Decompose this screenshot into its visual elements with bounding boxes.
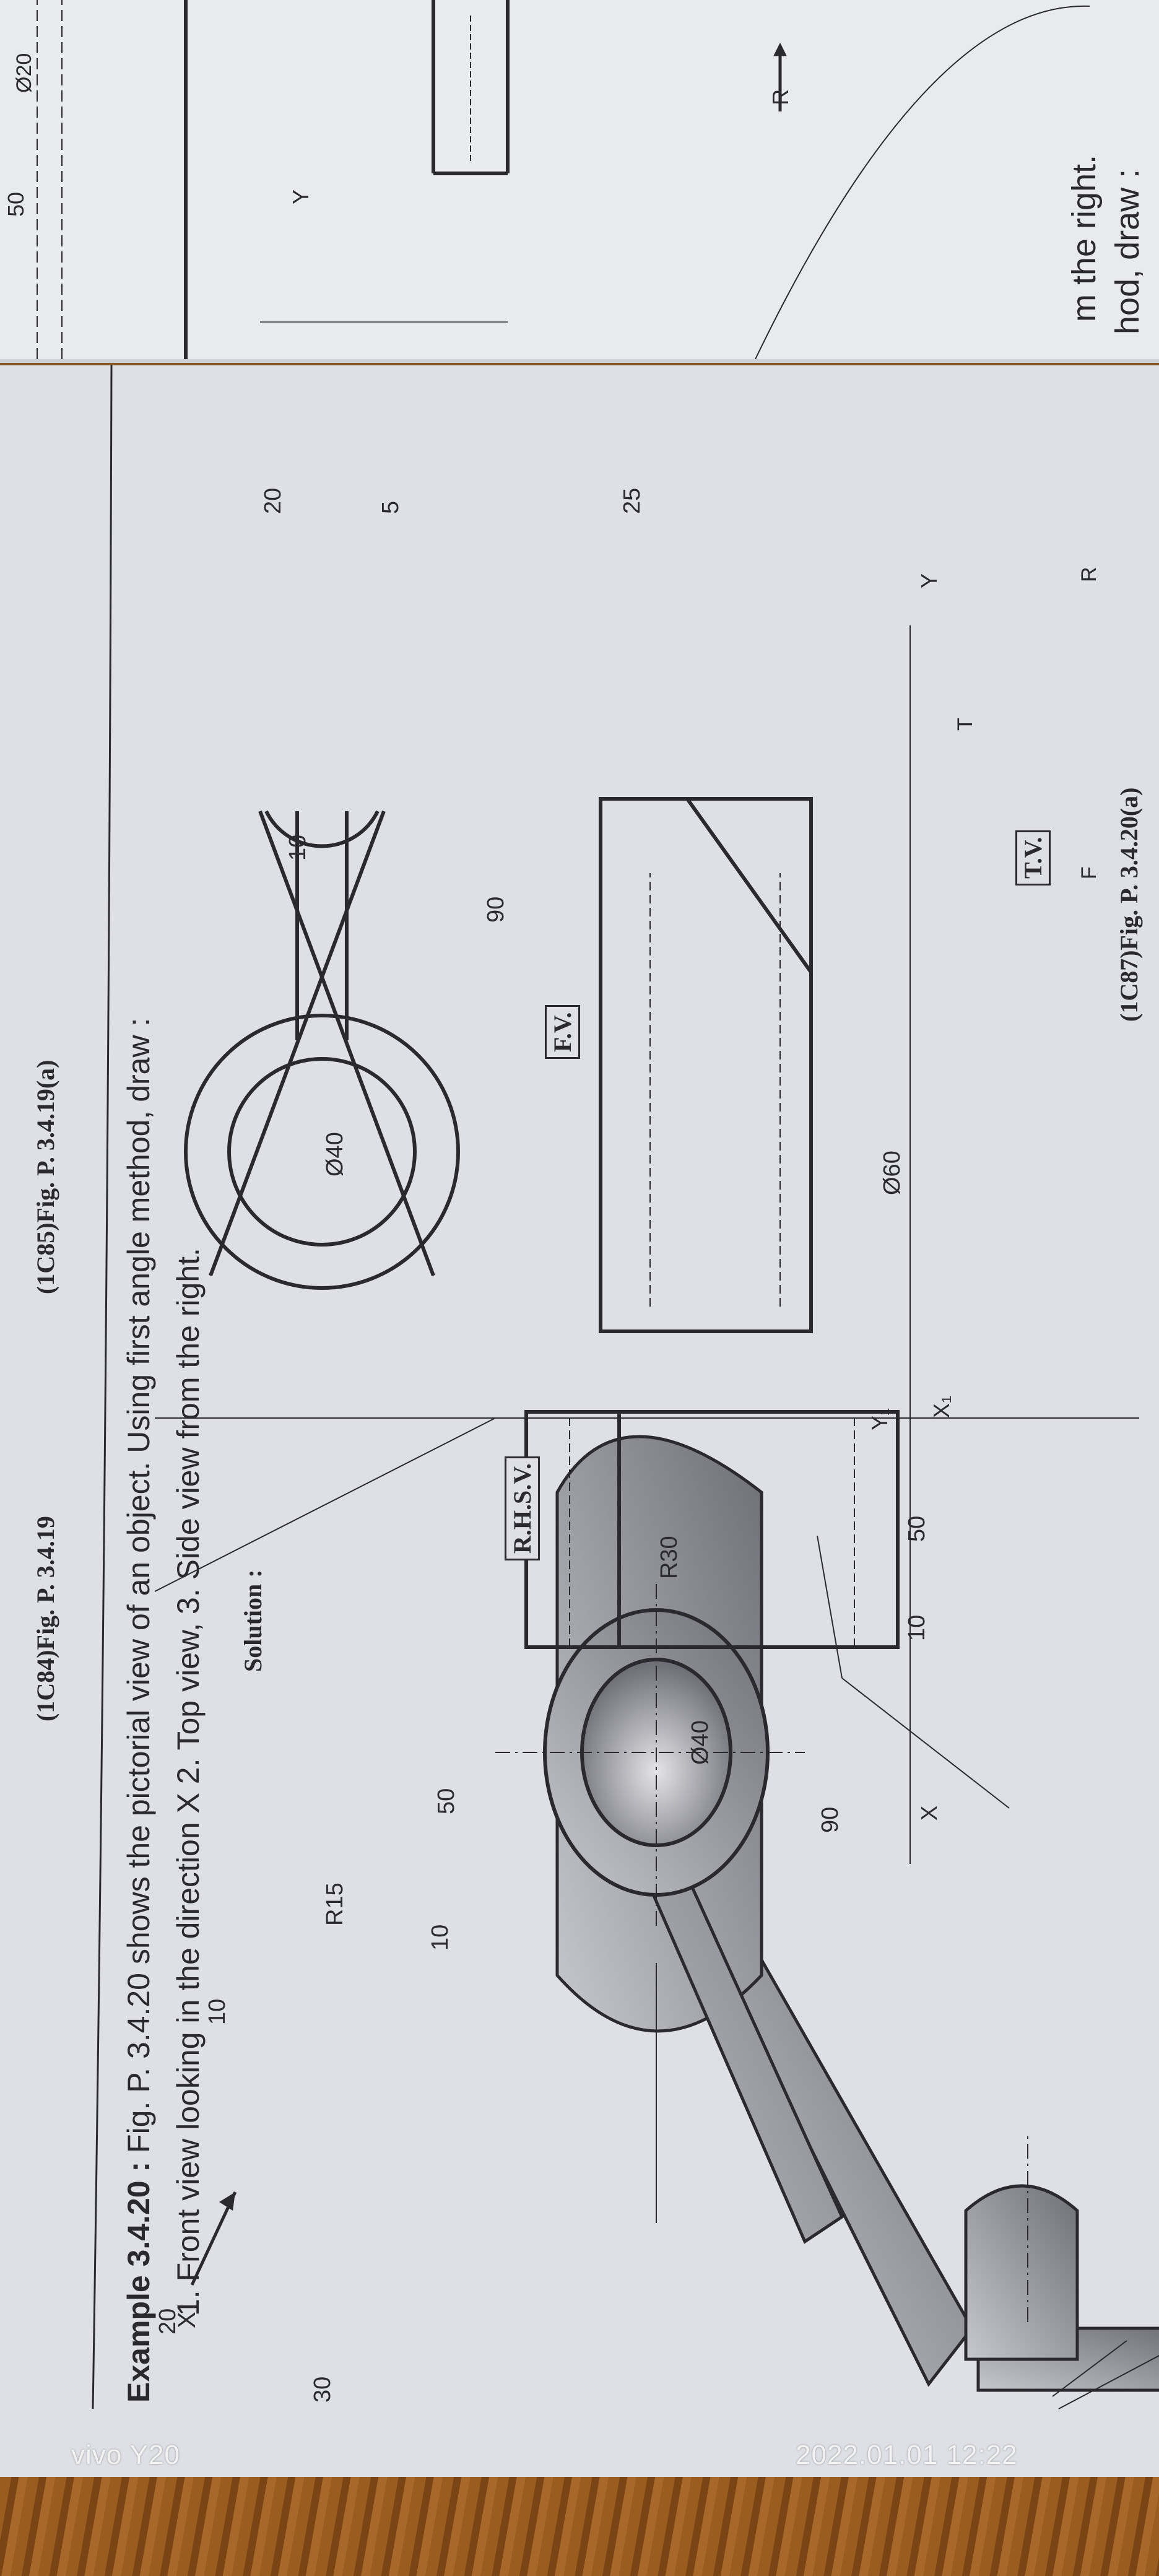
top-view-label: T.V. [1015, 830, 1051, 886]
dim-top-90: 90 [483, 896, 509, 923]
previous-page: hod, draw : m the right. R Y 50 Ø20 [0, 0, 1159, 363]
dim-top-d40: Ø40 [322, 1132, 348, 1177]
x-label: X [916, 1805, 942, 1821]
dim-top-5: 5 [378, 500, 404, 514]
dim-front-25: 25 [619, 487, 645, 514]
y1-label: Y₁ [867, 1408, 892, 1430]
x1-label: X₁ [929, 1395, 954, 1418]
page-rotated-content: (1C84)Fig. P. 3.4.19 (1C85)Fig. P. 3.4.1… [0, 365, 1159, 2483]
dim-top-20: 20 [260, 487, 286, 514]
textbook-page: (1C84)Fig. P. 3.4.19 (1C85)Fig. P. 3.4.1… [0, 365, 1159, 2483]
wooden-table [0, 2477, 1159, 2576]
arrow-t-label: T [953, 718, 977, 731]
dim-top-10: 10 [285, 834, 311, 861]
arrow-r-label: R [1077, 567, 1101, 582]
caption-fig-3-4-20a: (1C87)Fig. P. 3.4.20(a) [1115, 787, 1143, 1022]
arrow-f-label: F [1077, 866, 1101, 879]
camera-device-watermark: vivo Y20 [71, 2440, 180, 2470]
previous-page-rotated-content: hod, draw : m the right. R Y 50 Ø20 [0, 0, 1159, 359]
dim-side-50: 50 [904, 1515, 930, 1542]
y-label: Y [916, 573, 942, 588]
page-rule [92, 365, 113, 2409]
camera-timestamp-watermark: 2022.01.01 12:22 [796, 2440, 1018, 2470]
dim-front-d60: Ø60 [879, 1151, 905, 1195]
front-view-label: F.V. [545, 1005, 580, 1059]
side-view-label: R.H.S.V. [505, 1456, 540, 1560]
dim-side-10: 10 [904, 1614, 930, 1641]
pictorial-view [190, 1435, 1159, 2409]
orthographic-views [154, 625, 1139, 1864]
prev-drawing [37, 0, 1090, 359]
